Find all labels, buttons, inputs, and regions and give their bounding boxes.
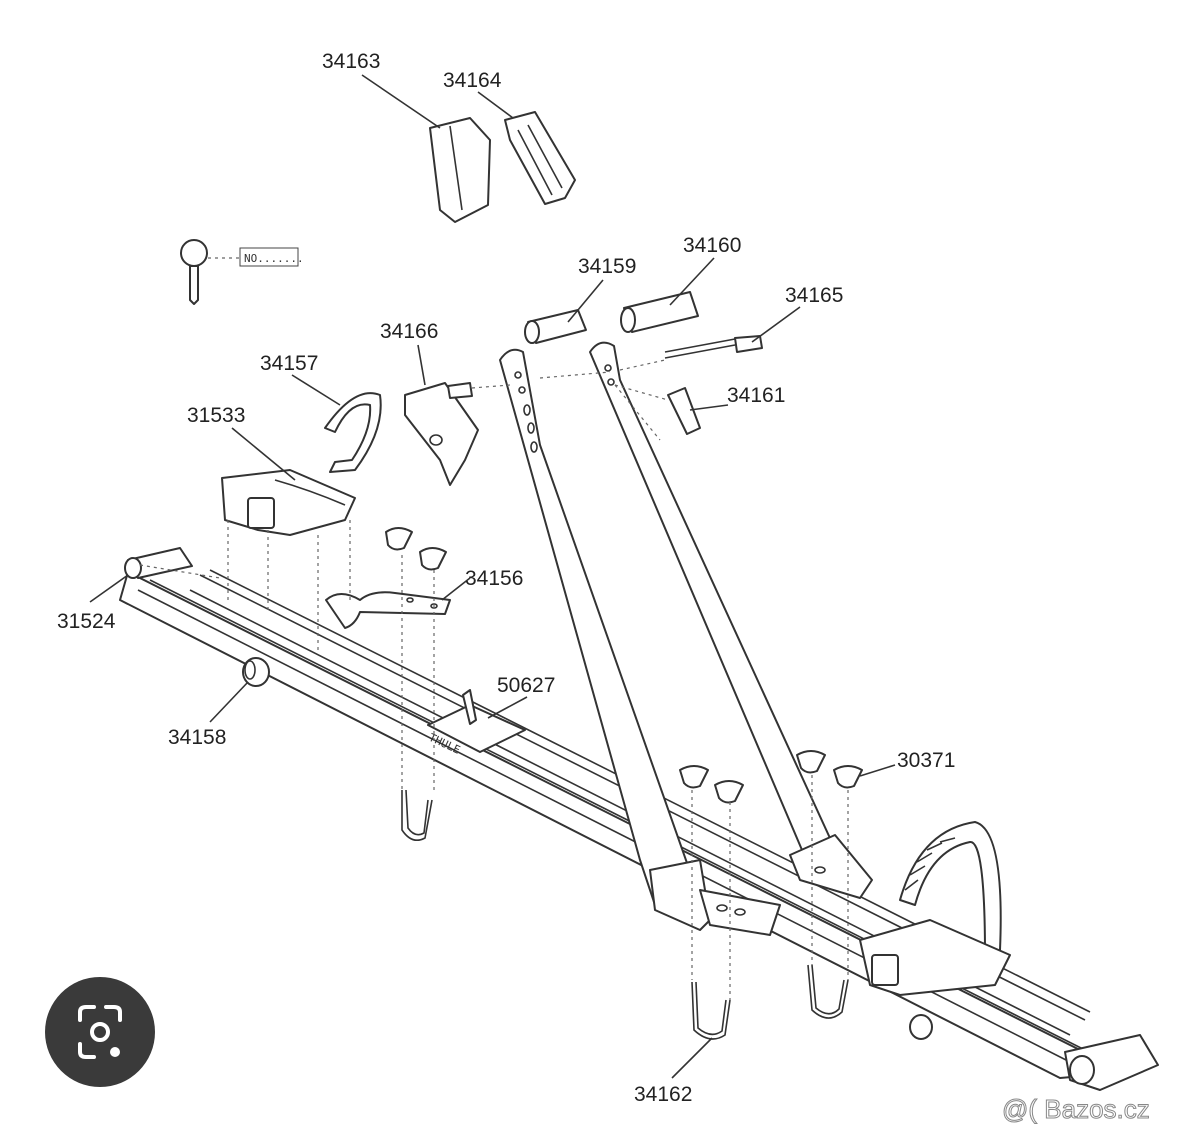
label-50627: 50627 [497, 674, 555, 697]
leader-lines [89, 74, 896, 1079]
knob-d [714, 780, 744, 804]
label-34162: 34162 [634, 1083, 692, 1106]
knob-f [833, 765, 863, 789]
nut-34161 [667, 387, 701, 435]
plug-rear [909, 1014, 933, 1040]
label-34159: 34159 [578, 255, 636, 278]
strap-34157 [324, 392, 382, 473]
knob-c [679, 765, 709, 789]
assembly-lines [139, 359, 849, 1000]
cover-34163 [429, 117, 491, 223]
u-bolt-front [401, 789, 433, 841]
cover-34164 [504, 111, 576, 205]
u-bolt-rear [807, 964, 849, 1019]
plug-34158 [242, 657, 270, 687]
clamp-34166 [404, 382, 479, 486]
knob-b [419, 547, 447, 571]
key-number-tag: NO....... [244, 252, 304, 265]
label-31524: 31524 [57, 610, 116, 633]
knob-e [796, 750, 826, 774]
label-34166: 34166 [380, 320, 438, 343]
spacer-34159 [524, 309, 587, 344]
end-cap-front [124, 547, 193, 579]
label-34164: 34164 [443, 69, 502, 92]
label-30371: 30371 [897, 749, 955, 772]
bracket-front [649, 859, 781, 936]
knob-a [385, 527, 413, 551]
lens-icon [78, 1005, 122, 1059]
lens-search-button[interactable] [45, 977, 155, 1087]
end-cap-rear [1064, 1034, 1159, 1091]
plate-34156 [325, 591, 451, 629]
wheel-holder-31533 [221, 469, 356, 536]
key [180, 239, 208, 305]
watermark: @( Bazos.cz [1002, 1094, 1150, 1124]
wheel-strap [859, 821, 1011, 996]
label-34161: 34161 [727, 384, 785, 407]
bolt-34165 [664, 335, 763, 359]
key-tag [208, 247, 299, 267]
spacer-34160 [620, 291, 699, 333]
label-31533: 31533 [187, 404, 245, 427]
label-34156: 34156 [465, 567, 523, 590]
u-bolt-34162 [691, 981, 731, 1040]
clip-50627 [427, 689, 526, 753]
label-34158: 34158 [168, 726, 226, 749]
bracket-rear [789, 834, 873, 899]
label-34160: 34160 [683, 234, 741, 257]
label-34163: 34163 [322, 50, 380, 73]
label-34165: 34165 [785, 284, 843, 307]
label-34157: 34157 [260, 352, 318, 375]
